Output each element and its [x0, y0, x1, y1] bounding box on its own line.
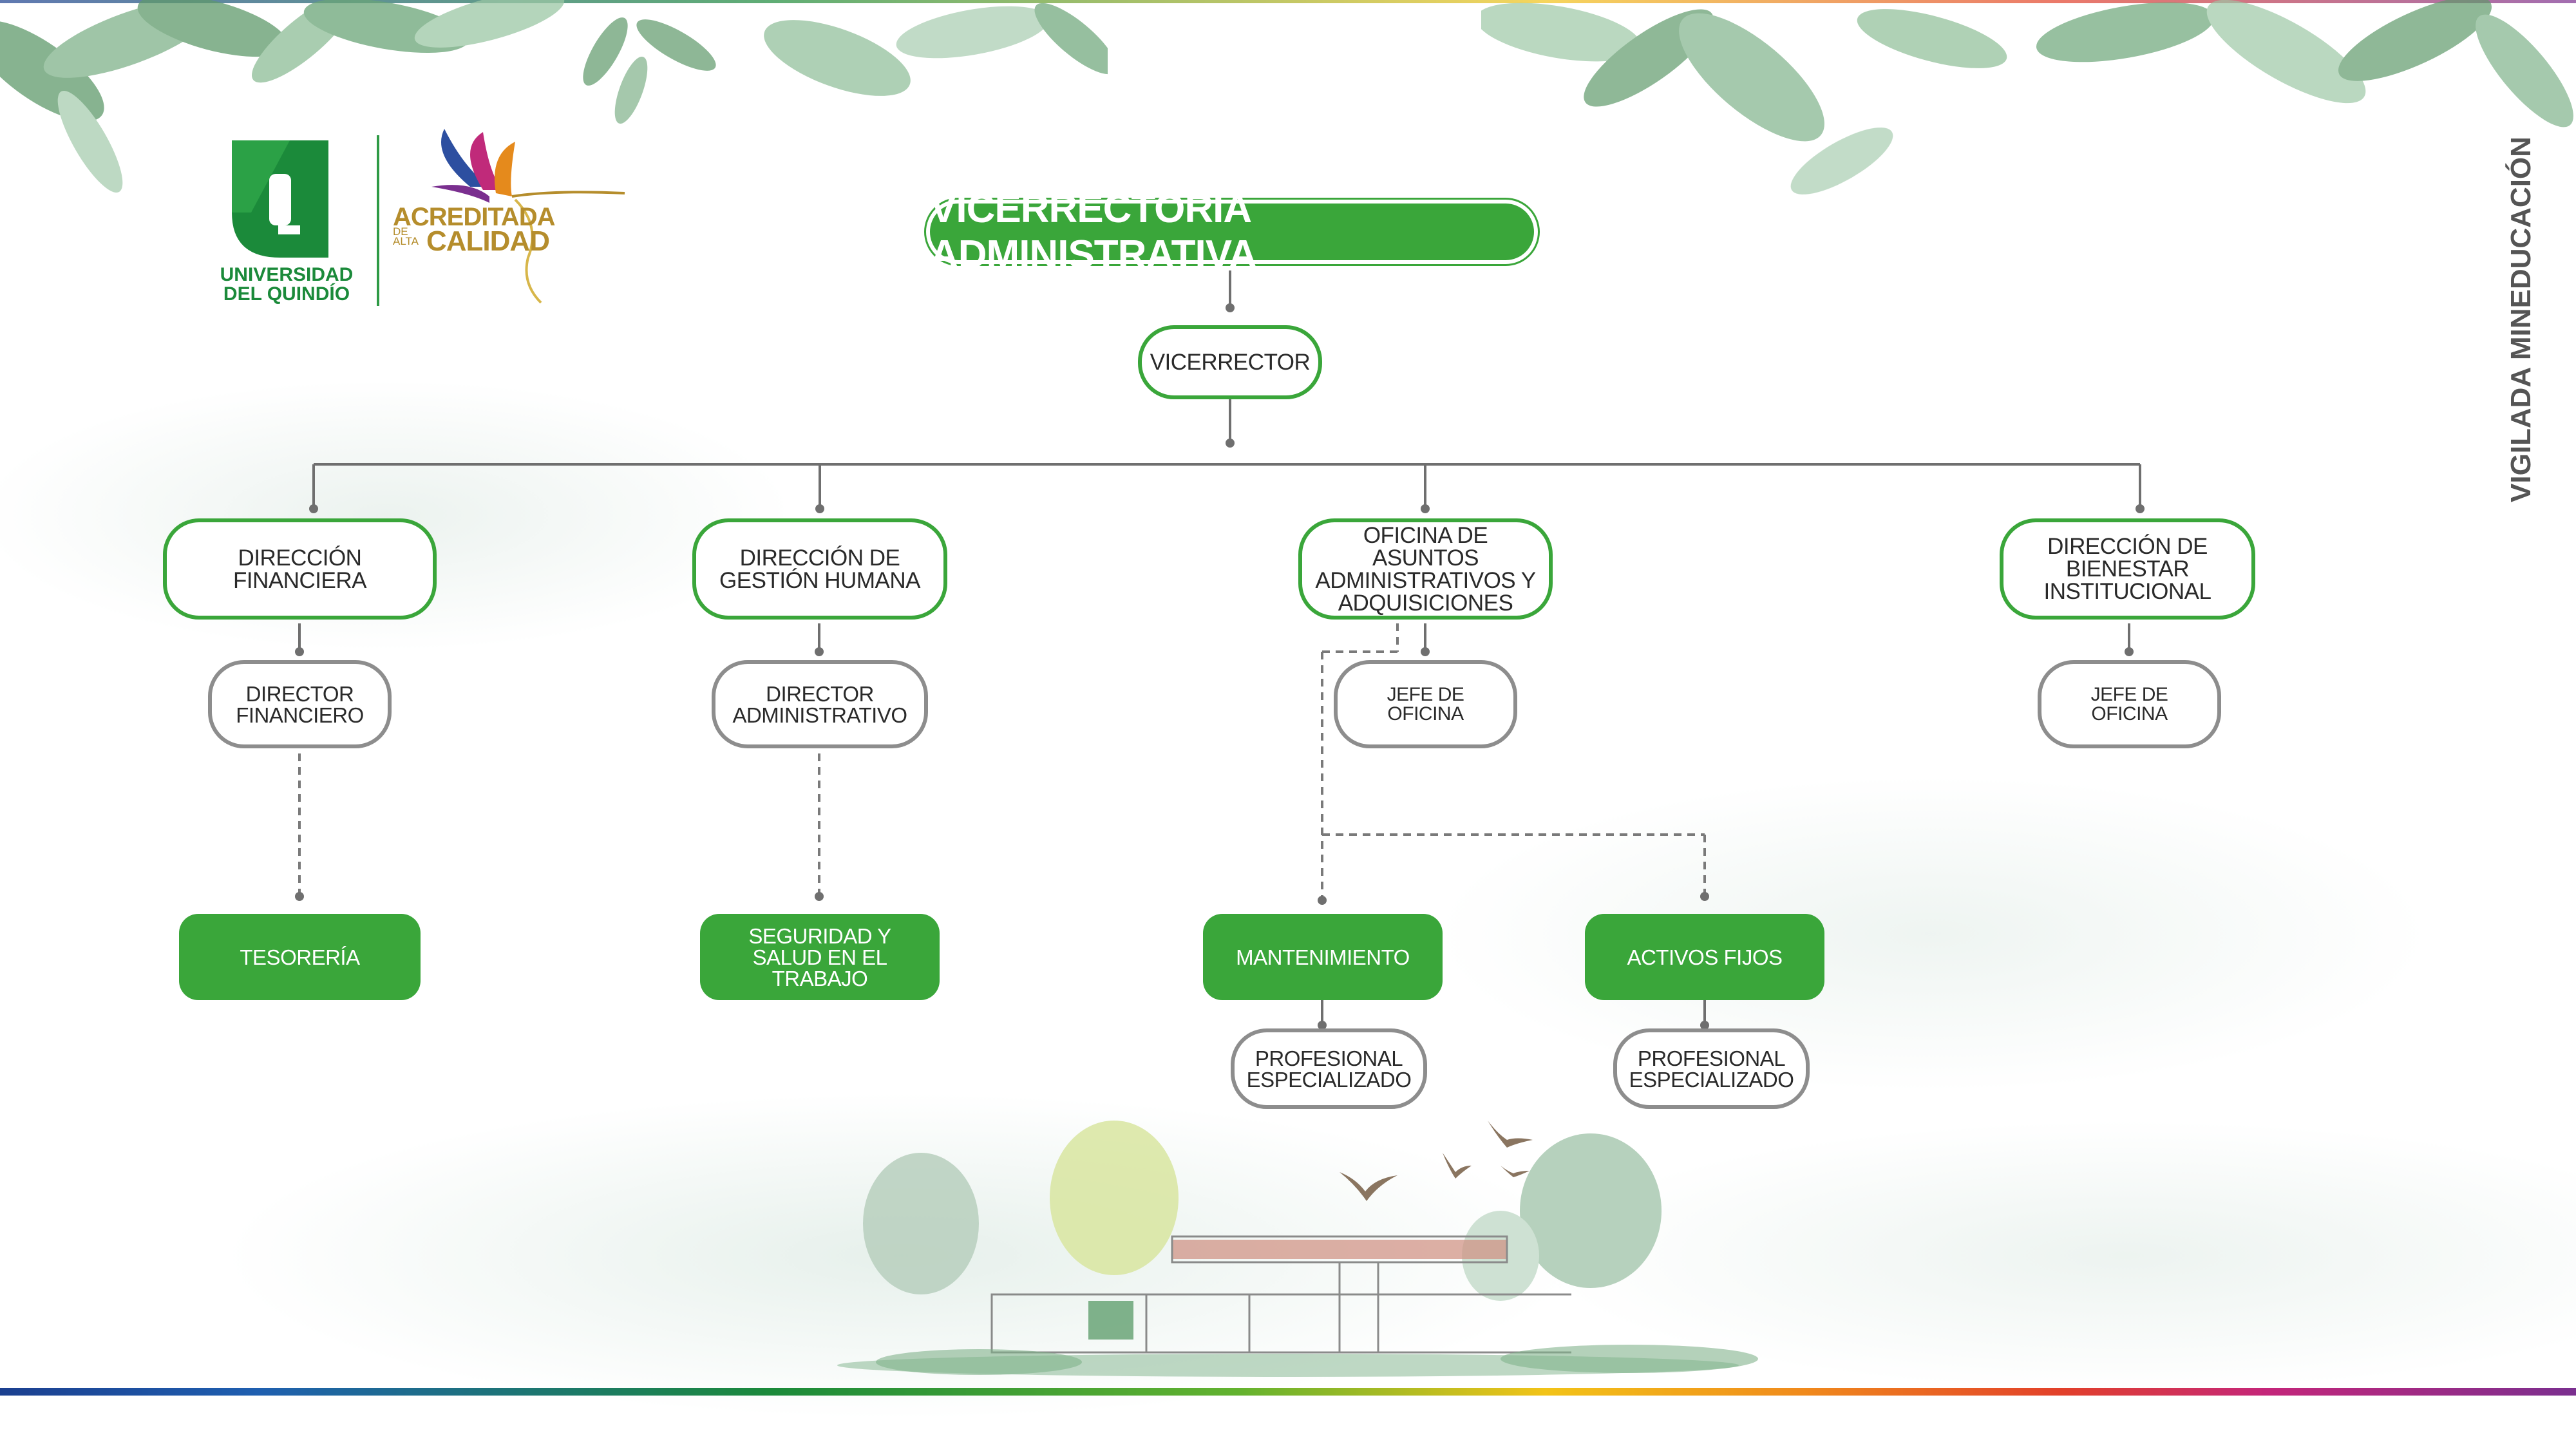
- node-profesional-especializado-activos: PROFESIONAL ESPECIALIZADO: [1613, 1028, 1810, 1109]
- seguridad-line-2: SALUD EN EL: [752, 945, 887, 969]
- director-administrativo-line-1: DIRECTOR: [766, 681, 874, 706]
- university-line-1: UNIVERSIDAD: [220, 264, 354, 285]
- director-administrativo-line-2: ADMINISTRATIVO: [732, 703, 907, 727]
- jefe-oficina-1-line-1: JEFE DE: [1387, 683, 1464, 705]
- profesional-2-line-2: ESPECIALIZADO: [1629, 1067, 1794, 1092]
- profesional-1-line-2: ESPECIALIZADO: [1246, 1067, 1412, 1092]
- node-jefe-oficina-bienestar: JEFE DE OFICINA: [2038, 660, 2221, 748]
- dir-gestion-humana-line-2: GESTIÓN HUMANA: [719, 567, 920, 593]
- university-emblem-icon: [232, 140, 328, 258]
- node-mantenimiento: MANTENIMIENTO: [1203, 914, 1443, 1000]
- dir-gestion-humana-line-1: DIRECCIÓN DE: [739, 545, 900, 571]
- tesoreria-label: TESORERÍA: [240, 945, 360, 969]
- accreditation-line-1: ACREDITADA: [393, 203, 555, 231]
- director-financiero-line-2: FINANCIERO: [236, 703, 364, 727]
- jefe-oficina-2-line-2: OFICINA: [2091, 703, 2168, 724]
- oficina-asuntos-line-2: ADMINISTRATIVOS Y: [1315, 567, 1536, 593]
- leaves-center-decoration: [583, 3, 1108, 124]
- dir-bienestar-line-3: INSTITUCIONAL: [2043, 579, 2211, 604]
- dir-financiera-line-2: FINANCIERA: [233, 567, 366, 593]
- profesional-2-line-1: PROFESIONAL: [1637, 1046, 1786, 1070]
- university-name: UNIVERSIDAD DEL QUINDÍO: [200, 265, 374, 304]
- node-director-financiero: DIRECTOR FINANCIERO: [208, 660, 392, 748]
- node-profesional-especializado-mantenimiento: PROFESIONAL ESPECIALIZADO: [1231, 1028, 1427, 1109]
- jefe-oficina-2-line-1: JEFE DE: [2090, 683, 2168, 705]
- university-line-2: DEL QUINDÍO: [223, 283, 350, 305]
- mantenimiento-label: MANTENIMIENTO: [1236, 945, 1410, 969]
- node-activos-fijos: ACTIVOS FIJOS: [1585, 914, 1824, 1000]
- node-direccion-gestion-humana: DIRECCIÓN DE GESTIÓN HUMANA: [692, 518, 947, 620]
- node-seguridad-salud-trabajo: SEGURIDAD Y SALUD EN EL TRABAJO: [700, 914, 940, 1000]
- profesional-1-line-1: PROFESIONAL: [1255, 1046, 1403, 1070]
- node-jefe-oficina-asuntos: JEFE DE OFICINA: [1334, 660, 1517, 748]
- node-director-administrativo: DIRECTOR ADMINISTRATIVO: [712, 660, 928, 748]
- hummingbird-icon: [431, 129, 625, 304]
- activos-fijos-label: ACTIVOS FIJOS: [1627, 945, 1783, 969]
- birds-decoration: [1340, 1121, 1533, 1201]
- node-direccion-bienestar-institucional: DIRECCIÓN DE BIENESTAR INSTITUCIONAL: [2000, 518, 2255, 620]
- logo-divider: [377, 135, 379, 306]
- node-vicerrector-label: VICERRECTOR: [1150, 350, 1311, 375]
- oficina-asuntos-line-1: OFICINA DE ASUNTOS: [1363, 522, 1488, 571]
- seguridad-line-1: SEGURIDAD Y: [748, 923, 891, 948]
- jefe-oficina-1-line-2: OFICINA: [1387, 703, 1464, 724]
- dir-bienestar-line-2: BIENESTAR: [2065, 556, 2190, 582]
- node-direccion-financiera: DIRECCIÓN FINANCIERA: [163, 518, 437, 620]
- dir-financiera-line-1: DIRECCIÓN: [238, 545, 362, 571]
- page-title: VICERRECTORÍA ADMINISTRATIVA: [926, 187, 1538, 277]
- seguridad-line-3: TRABAJO: [772, 966, 868, 990]
- director-financiero-line-1: DIRECTOR: [245, 681, 354, 706]
- node-tesoreria: TESORERÍA: [179, 914, 421, 1000]
- campus-building-illustration: [837, 1121, 1758, 1377]
- node-oficina-asuntos-administrativos: OFICINA DE ASUNTOS ADMINISTRATIVOS Y ADQ…: [1298, 518, 1553, 620]
- accreditation-small-text: DE ALTA: [393, 225, 419, 248]
- oficina-asuntos-line-3: ADQUISICIONES: [1338, 590, 1513, 616]
- top-color-line: [0, 0, 2576, 3]
- dir-bienestar-line-1: DIRECCIÓN DE: [2047, 534, 2208, 559]
- footer-color-bar: [0, 1388, 2576, 1396]
- accreditation-line-2: CALIDAD: [426, 225, 550, 257]
- leaves-left-decoration: [0, 0, 565, 193]
- accreditation-logo: ACREDITADA DE ALTA CALIDAD: [393, 129, 650, 316]
- leaves-right-decoration: [1481, 0, 2573, 194]
- node-vicerrector: VICERRECTOR: [1138, 325, 1322, 399]
- university-logo: UNIVERSIDAD DEL QUINDÍO ACREDITADA DE AL…: [200, 129, 650, 322]
- vigilada-label: VIGILADA MINEDUCACIÓN: [2505, 137, 2537, 502]
